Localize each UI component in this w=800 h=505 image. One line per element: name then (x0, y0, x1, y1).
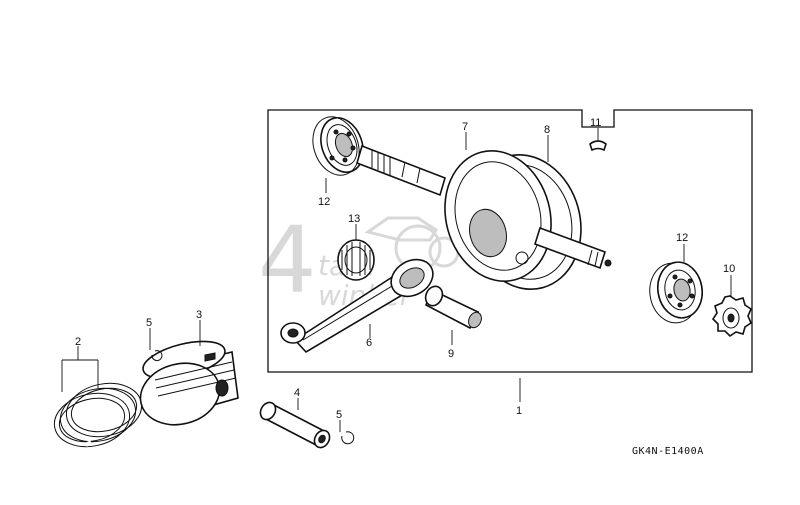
callout-12-right: 12 (676, 232, 688, 244)
circlip-lower-part (341, 431, 355, 445)
drawing-code: GK4N-E1400A (632, 446, 704, 457)
callout-9: 9 (448, 348, 454, 360)
assembly-frame (267, 109, 753, 373)
needle-bearing-part (337, 239, 375, 281)
circlip-upper-part (151, 350, 163, 362)
woodruff-key-part (589, 140, 607, 152)
bearing-left-part (312, 116, 364, 176)
callout-7: 7 (462, 121, 468, 133)
callout-2: 2 (75, 336, 81, 348)
piston-part (139, 340, 239, 426)
callout-13: 13 (348, 213, 360, 225)
callout-5-lower: 5 (336, 409, 342, 421)
callout-10: 10 (723, 263, 735, 275)
callout-11: 11 (590, 117, 601, 129)
callout-5-upper: 5 (146, 317, 152, 329)
piston-rings-part (53, 382, 143, 448)
callout-4: 4 (294, 387, 300, 399)
callout-12-left: 12 (318, 196, 330, 208)
connecting-rod-part (280, 258, 434, 354)
bearing-right-part (649, 261, 704, 324)
leader-lines (61, 128, 732, 432)
callout-6: 6 (366, 337, 372, 349)
watermark-numeral: 4 (258, 207, 317, 314)
callout-3: 3 (196, 309, 202, 321)
crankshaft-part (356, 144, 612, 291)
crank-pin-part (424, 285, 482, 330)
piston-pin-part (259, 401, 331, 449)
callout-8: 8 (544, 124, 550, 136)
callout-1: 1 (516, 405, 522, 417)
sprocket-part (711, 295, 752, 338)
